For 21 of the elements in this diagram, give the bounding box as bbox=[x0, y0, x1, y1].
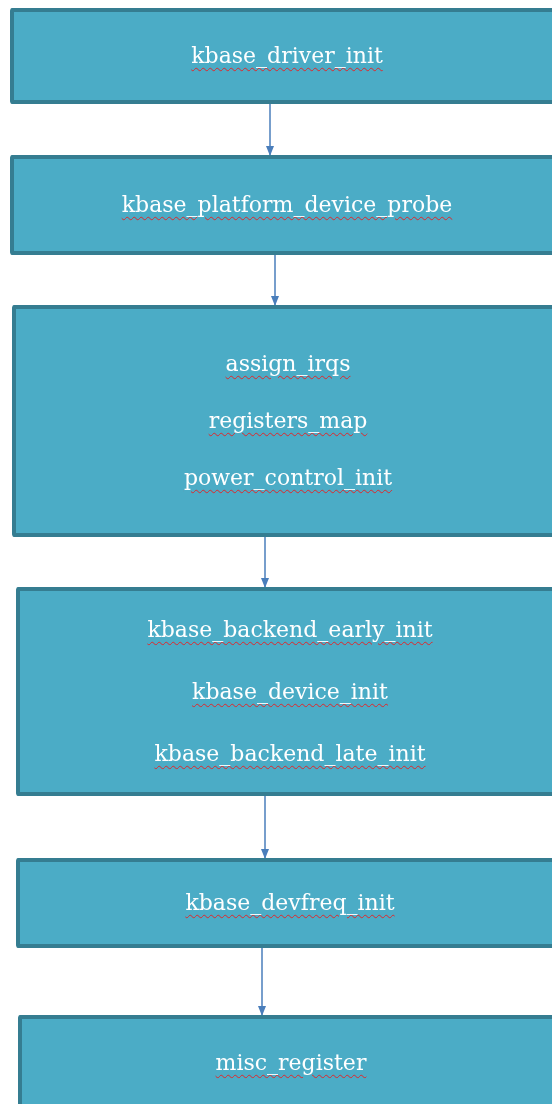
arrow bbox=[261, 536, 269, 588]
step-label: kbase_device_init bbox=[192, 678, 388, 705]
process-box bbox=[12, 305, 552, 537]
arrow bbox=[261, 795, 269, 859]
arrow bbox=[266, 103, 274, 156]
step-label: kbase_backend_early_init bbox=[147, 616, 433, 643]
arrow bbox=[258, 947, 266, 1016]
step-label: kbase_platform_device_probe bbox=[121, 192, 453, 218]
process-box bbox=[18, 1015, 552, 1104]
step-label: registers_map bbox=[208, 408, 368, 434]
step-label: kbase_driver_init bbox=[191, 43, 383, 69]
process-box bbox=[16, 587, 552, 796]
step-label: kbase_devfreq_init bbox=[185, 890, 395, 916]
step-label: misc_register bbox=[215, 1049, 367, 1076]
process-box bbox=[16, 858, 552, 948]
step-label: power_control_init bbox=[183, 465, 393, 491]
process-box bbox=[10, 155, 552, 255]
process-box bbox=[10, 8, 552, 104]
step-label: assign_irqs bbox=[225, 351, 351, 377]
arrow bbox=[271, 254, 279, 306]
step-label: kbase_backend_late_init bbox=[154, 740, 426, 767]
